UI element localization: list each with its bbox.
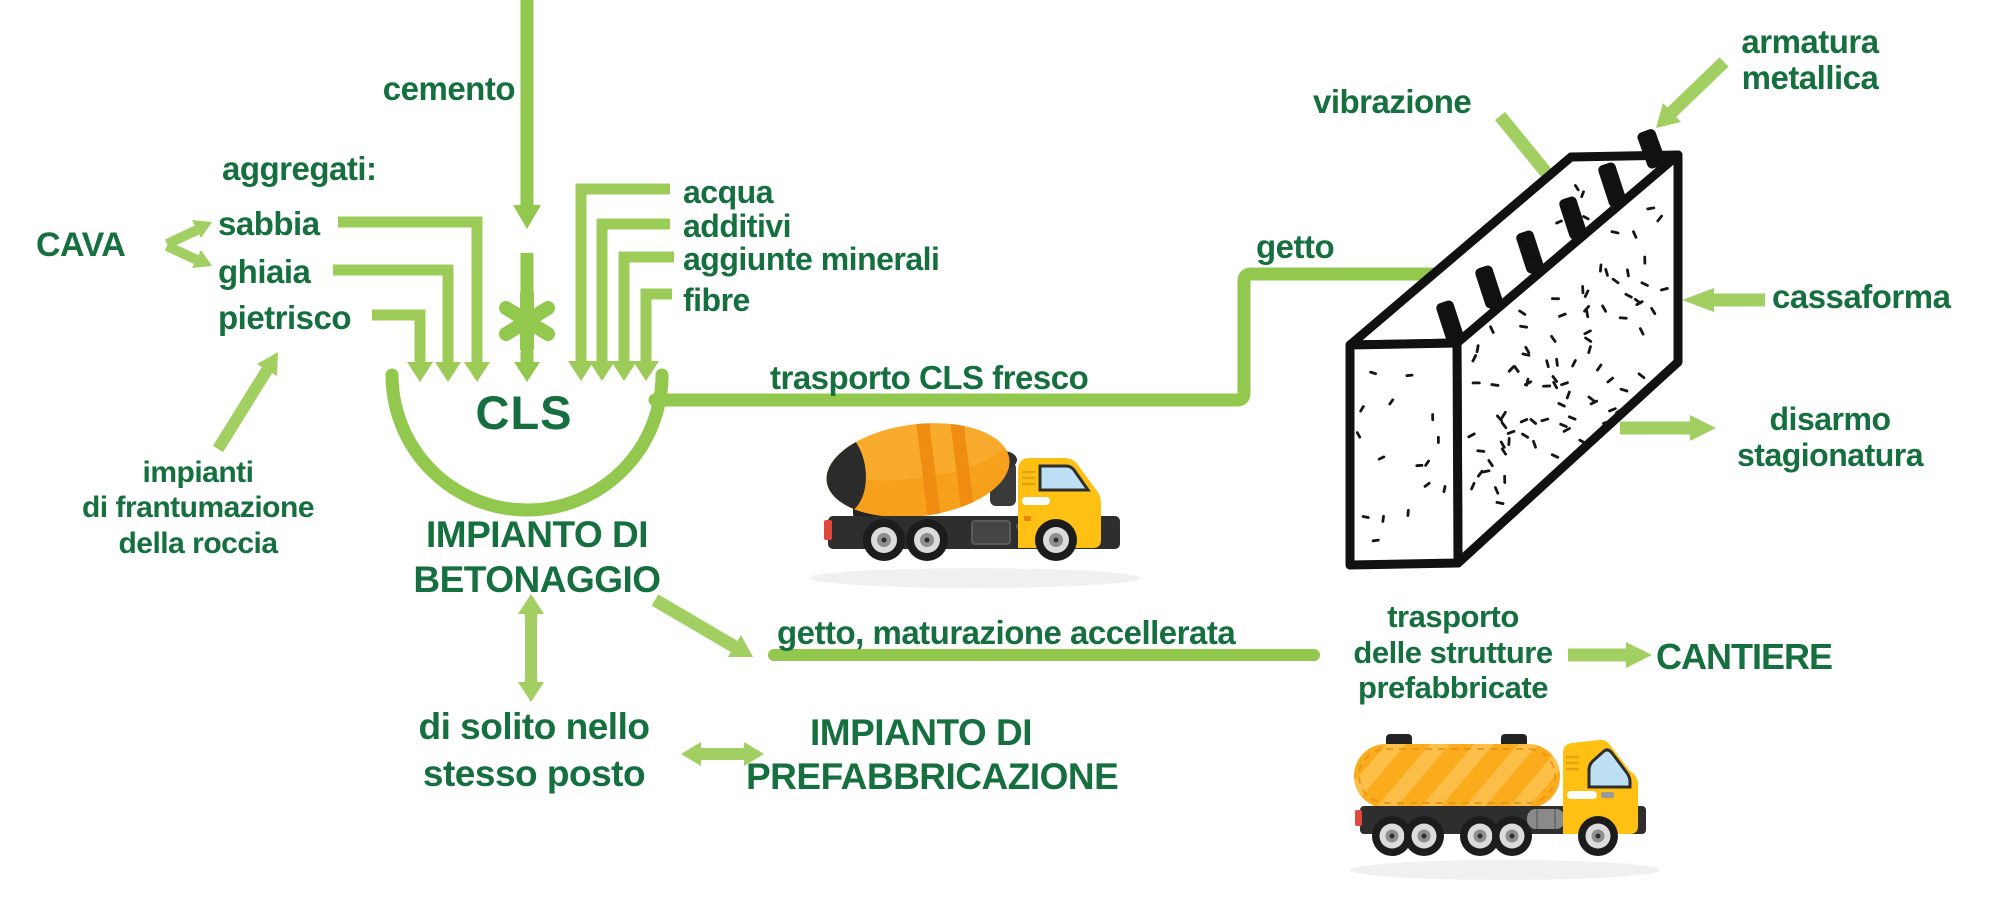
trasporto-strutture-label: trasporto delle strutture prefabbricate [1353,599,1553,706]
getto-maturazione-line [768,649,1320,661]
impianto-betonaggio-label: IMPIANTO DI BETONAGGIO [413,514,661,601]
trasporto-cls-fresco-label: trasporto CLS fresco [770,359,1089,396]
cement-mixer-truck-icon [810,413,1140,588]
armatura-metallica-label: armatura metallica [1741,23,1879,97]
concrete-speckles [1355,184,1669,543]
aggregati-title: aggregati: [222,150,377,187]
cassaforma-arrow [1682,288,1765,312]
rebar-stubs [1436,129,1666,344]
impianti-frantumazione-label: impianti di frantumazione della roccia [81,456,315,560]
cassaforma-label: cassaforma [1772,278,1951,315]
betonaggio-solito-double-arrow [518,594,544,702]
getto-label: getto [1256,228,1335,265]
aggiunte-minerali-label: aggiunte minerali [683,241,940,277]
betonaggio-prefab-arrow [651,594,753,657]
additivi-label: additivi [683,208,792,244]
acqua-label: acqua [683,174,773,210]
solito-prefab-double-arrow [681,742,764,766]
cls-label: CLS [475,386,573,439]
disarmo-stagionatura-label: disarmo stagionatura [1736,401,1924,473]
cemento-arrowhead [514,352,540,382]
cantiere-arrow [1568,642,1652,668]
armatura-arrow [1656,57,1729,128]
di-solito-label: di solito nello stesso posto [418,706,650,795]
cemento-arrow [513,0,541,292]
admixture-elbow-arrows [568,183,674,381]
frantumazione-arrow [212,352,278,453]
cemento-label: cemento [382,70,516,107]
tanker-wheels [1372,816,1618,856]
fibre-label: fibre [683,282,750,318]
mixing-asterisk-icon [499,287,555,355]
cava-label: CAVA [36,226,126,264]
cantiere-label: CANTIERE [1656,636,1833,677]
mixer-wheels [863,519,1077,561]
mixing-bowl-arc [385,368,669,517]
sabbia-label: sabbia [218,205,320,242]
getto-maturazione-label: getto, maturazione accellerata [777,614,1236,651]
cava-branch-arrows [164,220,212,268]
pietrisco-label: pietrisco [218,299,352,336]
impianto-prefabbricazione-label: IMPIANTO DI PREFABBRICAZIONE [746,712,1119,797]
vibrazione-label: vibrazione [1313,83,1472,120]
aggregate-elbow-arrows [333,216,490,382]
ghiaia-label: ghiaia [218,253,311,290]
tanker-truck-icon [1350,734,1660,880]
concrete-wall-with-formwork-icon [1345,129,1683,570]
disarmo-arrow [1620,415,1716,441]
